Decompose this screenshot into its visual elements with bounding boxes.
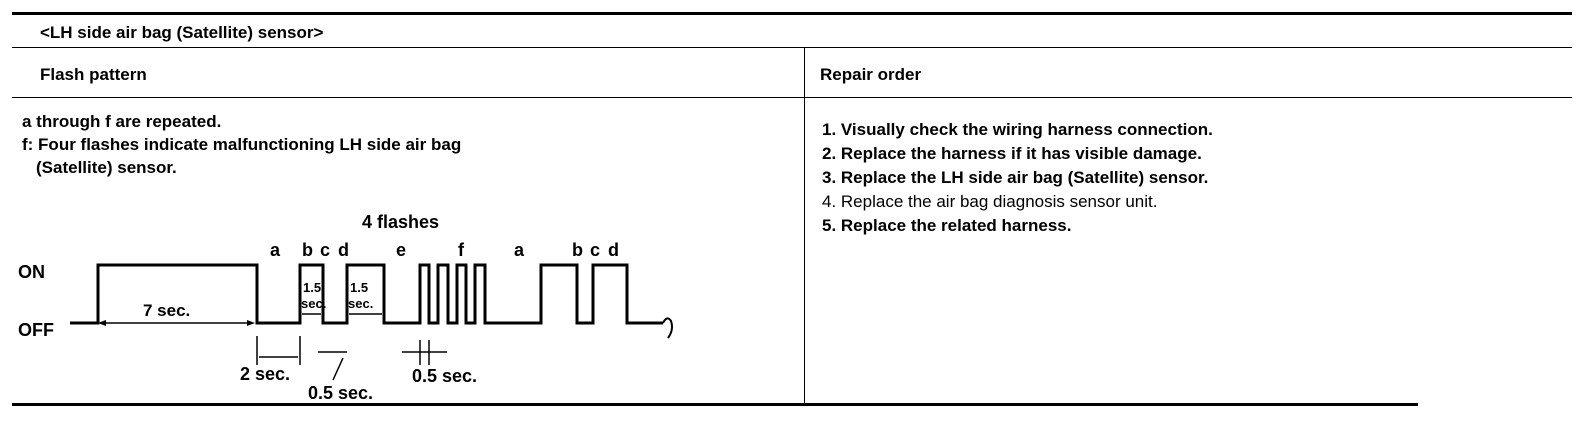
- half-sec-leader: [332, 357, 344, 381]
- repair-step: 3. Replace the LH side air bag (Satellit…: [822, 168, 1209, 187]
- table-title: <LH side air bag (Satellite) sensor>: [40, 23, 324, 42]
- repair-step: 1. Visually check the wiring harness con…: [822, 120, 1213, 139]
- flash-line-2: f: Four flashes indicate malfunctioning …: [22, 135, 462, 154]
- half-sec-label-c: 0.5 sec.: [308, 383, 373, 403]
- table-header-row: Flash pattern Repair order: [12, 48, 1572, 98]
- four-flashes-label: 4 flashes: [362, 212, 439, 232]
- segment-label-a-repeat: a: [514, 240, 525, 260]
- two-sec-label: 2 sec.: [240, 364, 290, 384]
- segment-label-c: c: [320, 240, 330, 260]
- pulse-d-duration: 1.5: [350, 280, 368, 295]
- flash-line-1: a through f are repeated.: [22, 112, 222, 131]
- repair-step: 5. Replace the related harness.: [822, 216, 1072, 235]
- repair-step: 2. Replace the harness if it has visible…: [822, 144, 1202, 163]
- off-level-label: OFF: [18, 320, 54, 340]
- repair-step: 4. Replace the air bag diagnosis sensor …: [822, 192, 1158, 211]
- flash-pattern-description: a through f are repeated. f: Four flashe…: [22, 110, 461, 179]
- segment-label-d: d: [338, 240, 349, 260]
- arrowhead: [247, 320, 255, 326]
- segment-label-f: f: [458, 240, 465, 260]
- segment-label-b-repeat: b: [572, 240, 583, 260]
- on-level-label: ON: [18, 262, 45, 282]
- table-title-bar: <LH side air bag (Satellite) sensor>: [12, 12, 1572, 48]
- segment-label-c-repeat: c: [590, 240, 600, 260]
- arrowhead: [98, 320, 106, 326]
- flash-timing-diagram: 4 flashes ON OFF a b c d e f a b c d 7 s…: [18, 212, 673, 403]
- pulse-b-duration-unit: sec.: [301, 296, 326, 311]
- segment-label-a: a: [270, 240, 281, 260]
- half-sec-label-f: 0.5 sec.: [412, 366, 477, 386]
- table-bottom-rule: [12, 403, 1418, 406]
- seven-sec-label: 7 sec.: [143, 301, 190, 320]
- segment-label-b: b: [302, 240, 313, 260]
- segment-label-e: e: [396, 240, 406, 260]
- column-divider: [804, 48, 805, 405]
- pulse-d-duration-unit: sec.: [348, 296, 373, 311]
- segment-label-d-repeat: d: [608, 240, 619, 260]
- repair-steps-list: 1. Visually check the wiring harness con…: [822, 118, 1213, 238]
- flash-pattern-header: Flash pattern: [40, 65, 147, 84]
- flash-line-3: (Satellite) sensor.: [36, 158, 177, 177]
- pulse-b-duration: 1.5: [303, 280, 321, 295]
- flash-waveform: [70, 263, 663, 325]
- waveform-break-mark: [662, 317, 673, 339]
- repair-order-header: Repair order: [820, 65, 922, 84]
